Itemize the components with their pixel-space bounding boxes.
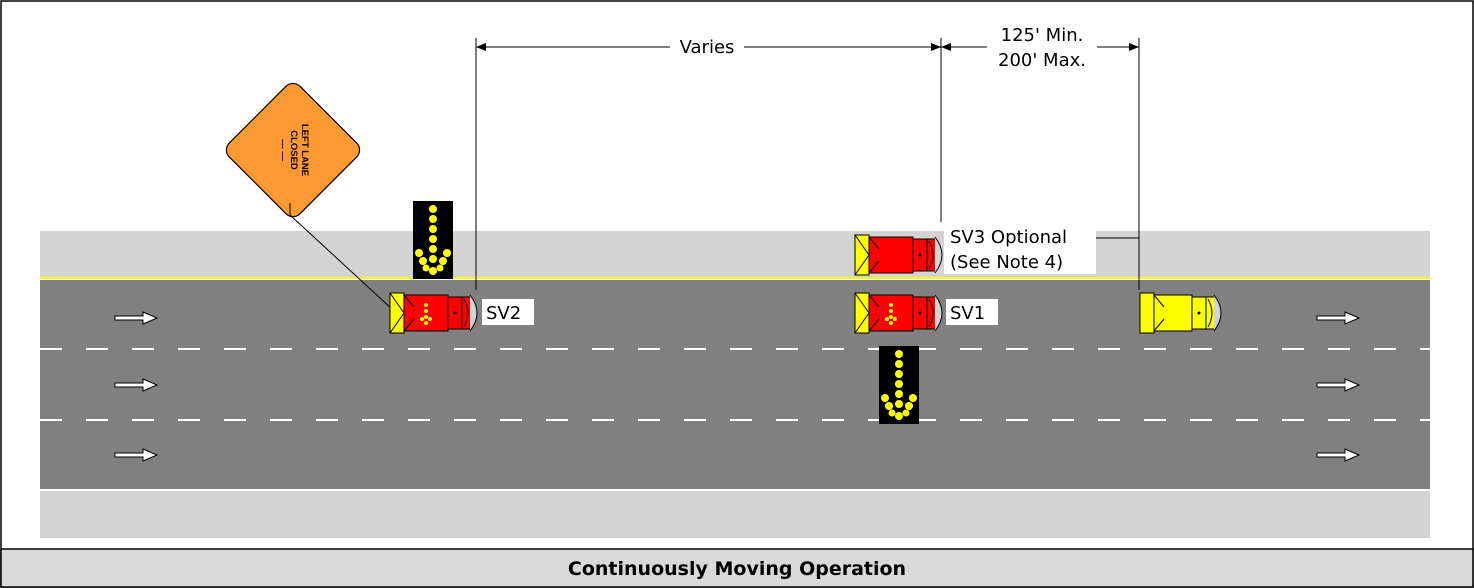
sv2-truck-icon: [389, 292, 478, 334]
sv1-truck-icon: [854, 292, 943, 334]
sign-text-line1: LEFT LANE: [299, 124, 310, 176]
varies-label: Varies: [680, 37, 735, 58]
sv3-label-box: [944, 224, 1096, 274]
dimension-lines: [475, 38, 1140, 290]
sv2-label-box: [482, 299, 534, 325]
sv3-label-line2: (See Note 4): [950, 252, 1063, 273]
sv1-label: SV1: [950, 303, 985, 324]
sv3-truck-icon: [854, 234, 943, 276]
caption-bar: [0, 548, 1474, 588]
sign-leader: [289, 214, 394, 311]
diagram-caption: Continuously Moving Operation: [568, 558, 906, 580]
sv1-label-box: [946, 299, 998, 325]
lead-vehicle-truck-icon: [1139, 292, 1222, 334]
sv2-label: SV2: [486, 303, 521, 324]
diamond-warning-sign-icon: LEFT LANE CLOSED — —: [225, 82, 361, 218]
sign-text-line3: — —: [277, 139, 288, 161]
down-arrow-board-icon: [413, 201, 453, 279]
roadway: [40, 231, 1430, 538]
right-shoulder: [40, 491, 1430, 538]
sign-text-line2: CLOSED: [288, 130, 299, 170]
travel-lanes: [40, 280, 1430, 490]
left-shoulder: [40, 231, 1430, 278]
down-arrow-board-icon: [879, 346, 919, 424]
spacing-max-label: 200' Max.: [998, 50, 1086, 71]
sv3-label-line1: SV3 Optional: [950, 227, 1067, 248]
spacing-min-label: 125' Min.: [1001, 25, 1084, 46]
